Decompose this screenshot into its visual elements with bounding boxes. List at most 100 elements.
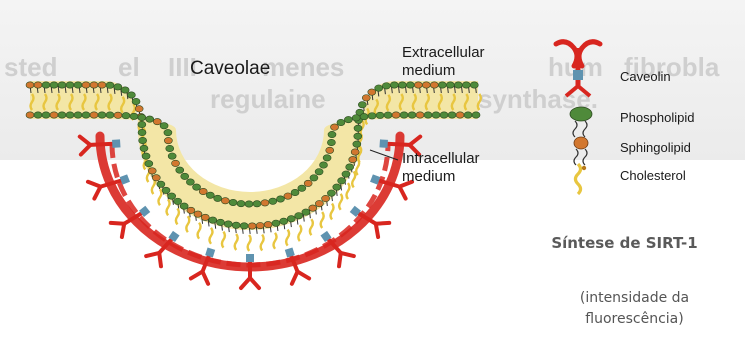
cholesterol-molecule xyxy=(261,235,264,251)
cholesterol-molecule xyxy=(346,183,349,199)
head-group xyxy=(354,133,362,139)
caveolin-legend-icon xyxy=(556,42,600,96)
head-group xyxy=(98,82,106,88)
head-group xyxy=(164,137,172,143)
head-group xyxy=(446,82,454,88)
head-group xyxy=(145,160,153,166)
intracellular-pointer xyxy=(370,150,398,160)
head-group xyxy=(172,160,180,166)
head-group xyxy=(135,106,143,112)
head-group xyxy=(382,83,390,89)
cholesterol-molecule xyxy=(248,235,251,251)
caveolin-arm xyxy=(122,224,124,237)
sphingolipid-legend-icon xyxy=(574,137,588,165)
head-group xyxy=(206,192,214,198)
head-group xyxy=(26,82,34,88)
head-group xyxy=(138,129,146,135)
head-group xyxy=(153,118,161,124)
head-group xyxy=(181,173,189,179)
head-group xyxy=(186,179,194,185)
cholesterol-molecule xyxy=(310,219,313,235)
head-group xyxy=(216,219,224,225)
head-group xyxy=(440,112,448,118)
head-group xyxy=(328,131,336,137)
head-group xyxy=(138,114,146,120)
head-group xyxy=(176,167,184,173)
head-group xyxy=(390,82,398,88)
head-group xyxy=(327,190,335,196)
legend-cholesterol-label: Cholesterol xyxy=(620,168,686,183)
head-group xyxy=(139,137,147,143)
head-group xyxy=(454,82,462,88)
phospholipid-head xyxy=(570,107,592,121)
head-group xyxy=(295,213,303,219)
head-group xyxy=(342,171,350,177)
caveolin-arm xyxy=(202,272,208,284)
caveolin-arm xyxy=(298,272,310,279)
caveolin-anchor xyxy=(246,254,254,262)
head-group xyxy=(90,112,98,118)
cholesterol-molecule xyxy=(286,230,289,246)
head-group xyxy=(351,149,359,155)
head-group xyxy=(331,124,339,130)
head-group xyxy=(148,168,156,174)
caveolin-arm xyxy=(250,278,259,288)
head-group xyxy=(146,116,154,122)
cholesterol-molecule xyxy=(158,189,161,205)
head-group xyxy=(237,200,245,206)
cholesterol-molecule xyxy=(478,94,481,110)
head-group xyxy=(245,201,253,207)
head-group xyxy=(472,112,480,118)
head-group xyxy=(160,123,168,129)
head-group xyxy=(42,112,50,118)
head-group xyxy=(229,199,237,205)
head-group xyxy=(322,195,330,201)
cholesterol-molecule xyxy=(186,216,189,232)
phospholipid-tails xyxy=(573,121,587,137)
head-group xyxy=(375,85,383,91)
caveolin-arm xyxy=(339,253,341,266)
head-group xyxy=(276,196,284,202)
intracellular-label: Intracellular xyxy=(402,150,480,167)
head-group xyxy=(323,155,331,161)
head-group xyxy=(287,216,295,222)
head-group xyxy=(406,82,414,88)
head-group xyxy=(291,189,299,195)
caveolin-arm xyxy=(376,224,378,237)
caveolin-anchor xyxy=(112,139,120,147)
head-group xyxy=(34,112,42,118)
head-group xyxy=(66,82,74,88)
legend-caveolin-label: Caveolin xyxy=(620,69,671,84)
head-group xyxy=(168,153,176,159)
head-group xyxy=(122,112,130,118)
head-group xyxy=(50,112,58,118)
caveolin-arm xyxy=(410,137,421,145)
phospholipid-legend-icon xyxy=(570,107,592,137)
cholesterol-molecule xyxy=(209,228,212,244)
head-group xyxy=(309,205,317,211)
caveolin-icon-foot xyxy=(578,86,590,96)
head-group xyxy=(349,156,357,162)
head-group xyxy=(358,102,366,108)
caveolin-arm xyxy=(146,253,159,256)
head-group xyxy=(162,187,170,193)
head-group xyxy=(398,82,406,88)
head-group xyxy=(368,113,376,119)
head-group xyxy=(248,223,256,229)
head-group xyxy=(187,207,195,213)
head-group xyxy=(224,221,232,227)
head-group xyxy=(42,82,50,88)
sphingolipid-head xyxy=(574,137,588,149)
head-group xyxy=(34,82,42,88)
cholesterol-molecule xyxy=(274,233,277,249)
head-group xyxy=(253,201,261,207)
legend-sphingolipid-label: Sphingolipid xyxy=(620,140,691,155)
head-group xyxy=(424,112,432,118)
head-group xyxy=(221,198,229,204)
caveolin-arm xyxy=(159,253,161,266)
head-group xyxy=(90,82,98,88)
sirt1-heading: Síntese de SIRT-1 xyxy=(504,234,745,252)
caveolin-arm xyxy=(111,223,124,224)
head-group xyxy=(74,82,82,88)
head-group xyxy=(232,222,240,228)
